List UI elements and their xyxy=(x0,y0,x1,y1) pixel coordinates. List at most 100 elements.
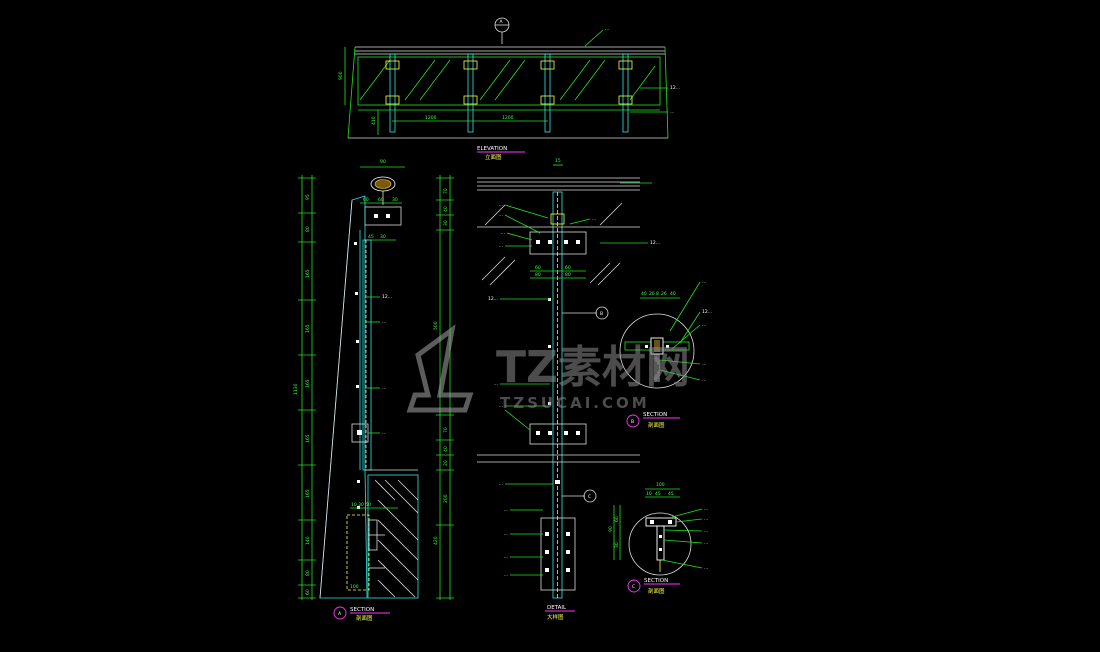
watermark-url: TZSUCAI.COM xyxy=(500,394,650,412)
section-c-left-dim-1: 90 xyxy=(608,526,614,532)
detail-title-en: DETAIL xyxy=(547,605,567,611)
section-a-dim-9: 80 xyxy=(305,570,311,576)
elevation-height-dim: 900 xyxy=(338,71,344,80)
detail-dim-3: 30 xyxy=(443,220,449,226)
detail-plate-dim-1: 60 xyxy=(535,265,541,271)
section-a-title-en: SECTION xyxy=(350,607,374,613)
section-a-small-dim-1: 45 xyxy=(368,234,374,240)
section-a-total-height: 1130 xyxy=(293,383,299,395)
detail-callout-5: ... xyxy=(592,217,596,222)
section-a-dim-7: 165 xyxy=(305,489,311,498)
section-c-sub-dim-1: 10 xyxy=(646,491,652,497)
section-c-callout-5: ... xyxy=(704,566,708,571)
detail-callout-11: ... xyxy=(504,508,508,513)
section-a-embed-dim: 10 30 50 xyxy=(351,502,371,508)
section-c-tag: C xyxy=(632,584,635,590)
detail-tag-b: B xyxy=(600,311,603,317)
detail-plate-dim-3: 80 xyxy=(535,272,541,278)
detail-plate-dim-2: 60 xyxy=(565,265,571,271)
detail-top-dim: 15 xyxy=(555,158,561,164)
detail-callout-6: 12... xyxy=(650,240,660,246)
section-c-left-dim-2: 60 xyxy=(614,516,620,522)
detail-tag-c: C xyxy=(588,494,591,500)
elevation-view: 900 410 1200 1200 ... 12... ... A ELEVAT… xyxy=(338,17,680,161)
section-a-sub-dim-2: 60 xyxy=(378,197,384,203)
section-a-callout-2: ... xyxy=(382,320,386,325)
section-a-title-cn: 剖面图 xyxy=(356,614,373,622)
detail-dim-7: 20 xyxy=(443,460,449,466)
section-a-small-dim-2: 30 xyxy=(380,234,386,240)
detail-callout-3: ... xyxy=(501,231,505,236)
section-a-dim-10: 60 xyxy=(305,589,311,595)
detail-dim-1: 70 xyxy=(443,188,449,194)
detail-callout-4: ... xyxy=(499,244,503,249)
section-b-callout-1: ... xyxy=(702,280,706,285)
section-c-title-en: SECTION xyxy=(644,578,668,584)
elevation-section-tag: A xyxy=(500,19,504,25)
section-a-top-width: 90 xyxy=(380,159,386,165)
section-a-tag: A xyxy=(338,611,342,617)
section-c-callout-2: ... xyxy=(704,517,708,522)
detail-plate-dim-4: 80 xyxy=(565,272,571,278)
elevation-bottom-dim: 410 xyxy=(371,116,377,125)
section-b-dim-2: 26 xyxy=(649,291,655,297)
section-a-callout-1: 12... xyxy=(382,294,392,300)
section-a-callout-4: ... xyxy=(382,431,386,436)
section-b-title-cn: 剖面图 xyxy=(648,421,665,429)
detail-callout-12: ... xyxy=(504,532,508,537)
elevation-callout-1: ... xyxy=(605,27,609,32)
section-b-callout-3: ... xyxy=(702,323,706,328)
detail-dim-8: 200 xyxy=(443,494,449,503)
section-a-dim-4: 165 xyxy=(305,324,311,333)
section-a-dim-2: 80 xyxy=(305,226,311,232)
section-c-sub-dim-3: 45 xyxy=(668,491,674,497)
section-b-dim-4: 26 xyxy=(661,291,667,297)
section-b-title-en: SECTION xyxy=(643,412,667,418)
section-a-sub-dim-1: 60 xyxy=(363,197,369,203)
section-a-dim-3: 165 xyxy=(305,269,311,278)
elevation-span-2: 1200 xyxy=(502,115,514,121)
section-c-callout-1: ... xyxy=(704,507,708,512)
watermark: TZ素材网 TZSUCAI.COM xyxy=(406,324,690,413)
detail-callout-2: ... xyxy=(499,213,503,218)
section-a-dim-8: 140 xyxy=(305,536,311,545)
detail-callout-10: ... xyxy=(499,482,503,487)
section-c-view: 100 10 45 45 90 60 30 ... ... ... ... ..… xyxy=(608,482,708,595)
section-a-base-dim: 100 xyxy=(350,584,359,590)
section-b-callout-4: ... xyxy=(702,362,706,367)
elevation-title-cn: 立面图 xyxy=(485,153,502,161)
detail-callout-9: ... xyxy=(499,404,503,409)
detail-dim-5: 70 xyxy=(443,427,449,433)
section-b-callout-2: 12... xyxy=(702,309,712,315)
detail-callout-1: ... xyxy=(499,203,503,208)
watermark-brand: TZ素材网 xyxy=(496,342,690,393)
detail-dim-2: 40 xyxy=(443,206,449,212)
section-c-top-dim: 100 xyxy=(656,482,665,488)
section-c-title-cn: 剖面图 xyxy=(648,587,665,595)
watermark-logo-icon xyxy=(406,324,474,413)
detail-callout-8: ... xyxy=(494,382,498,387)
section-b-tag: B xyxy=(631,419,634,425)
section-c-left-dim-3: 30 xyxy=(614,542,620,548)
detail-callout-7: 12... xyxy=(488,296,498,302)
elevation-callout-3: ... xyxy=(670,110,674,115)
detail-dim-4: 500 xyxy=(433,321,439,330)
elevation-callout-2: 12... xyxy=(670,85,680,91)
elevation-title-en: ELEVATION xyxy=(477,146,507,152)
section-b-dim-5: 40 xyxy=(670,291,676,297)
section-a-sub-dim-3: 30 xyxy=(392,197,398,203)
section-c-callout-4: ... xyxy=(704,541,708,546)
section-c-sub-dim-2: 45 xyxy=(655,491,661,497)
detail-view: 70 40 30 500 70 40 20 200 420 15 60 60 xyxy=(433,158,660,621)
detail-dim-6: 40 xyxy=(443,446,449,452)
section-b-dim-1: 40 xyxy=(641,291,647,297)
section-b-dim-3: 8 xyxy=(656,291,659,297)
detail-title-cn: 大样图 xyxy=(547,613,564,621)
section-a-dim-1: 95 xyxy=(305,194,311,200)
section-a-view: 1130 95 80 165 165 165 165 165 140 80 60… xyxy=(293,159,419,622)
section-c-callout-3: ... xyxy=(704,529,708,534)
detail-callout-14: ... xyxy=(504,573,508,578)
elevation-span-1: 1200 xyxy=(425,115,437,121)
detail-callout-13: ... xyxy=(504,555,508,560)
